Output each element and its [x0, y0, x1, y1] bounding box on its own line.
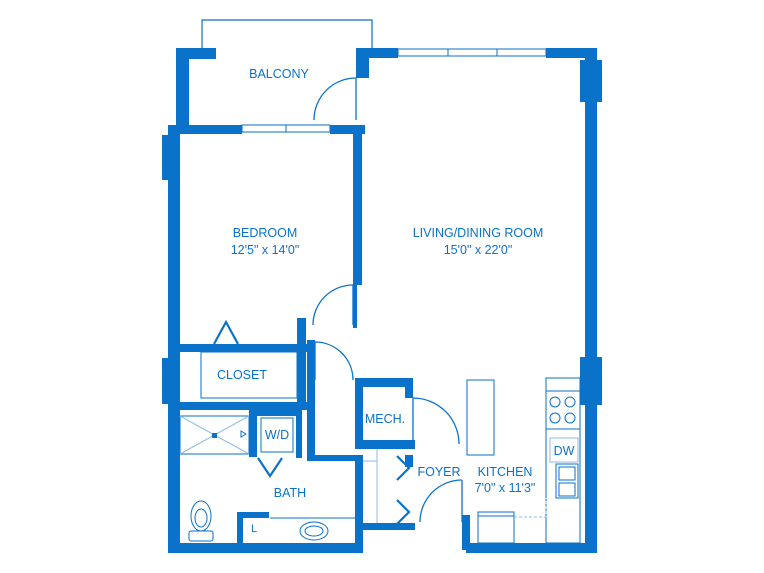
door-entry	[419, 479, 463, 523]
balcony-railing	[201, 19, 373, 50]
label-mech: MECH.	[365, 412, 405, 426]
door-closet-bifold	[213, 319, 239, 345]
label-kitchen-size: 7'0" x 11'3"	[475, 481, 536, 495]
door-wd-bifold	[257, 457, 283, 478]
walls	[162, 48, 602, 553]
door-foyer-bifold-1	[396, 455, 411, 481]
label-closet: CLOSET	[217, 368, 267, 382]
label-bath: BATH	[274, 486, 306, 500]
dishwasher	[549, 437, 579, 463]
kitchen-island	[466, 379, 495, 456]
vanity	[270, 517, 355, 541]
washer-dryer	[260, 417, 294, 453]
doors	[213, 77, 463, 525]
label-balcony: BALCONY	[249, 67, 309, 81]
label-bedroom: BEDROOM	[233, 226, 298, 240]
door-balcony	[313, 77, 357, 121]
label-dw: DW	[554, 444, 575, 458]
door-bedroom	[312, 284, 354, 326]
label-living: LIVING/DINING ROOM	[413, 226, 544, 240]
door-foyer-bifold-2	[396, 499, 411, 525]
refrigerator	[477, 511, 515, 544]
closet-shelf	[200, 351, 298, 399]
kitchen-sink	[555, 463, 579, 499]
window-living-top	[397, 48, 547, 57]
range	[545, 390, 581, 430]
fixtures	[179, 351, 581, 544]
door-bath	[314, 341, 354, 381]
shower	[179, 415, 250, 455]
label-foyer: FOYER	[417, 465, 460, 479]
windows	[241, 48, 547, 133]
label-kitchen: KITCHEN	[478, 465, 533, 479]
label-linen: L	[251, 523, 257, 535]
label-bedroom-size: 12'5" x 14'0"	[231, 243, 300, 257]
toilet	[188, 500, 214, 542]
label-living-size: 15'0" x 22'0"	[444, 243, 513, 257]
door-mech	[412, 397, 460, 445]
labels: BALCONY BEDROOM 12'5" x 14'0" LIVING/DIN…	[217, 67, 575, 535]
label-wd: W/D	[265, 428, 289, 442]
